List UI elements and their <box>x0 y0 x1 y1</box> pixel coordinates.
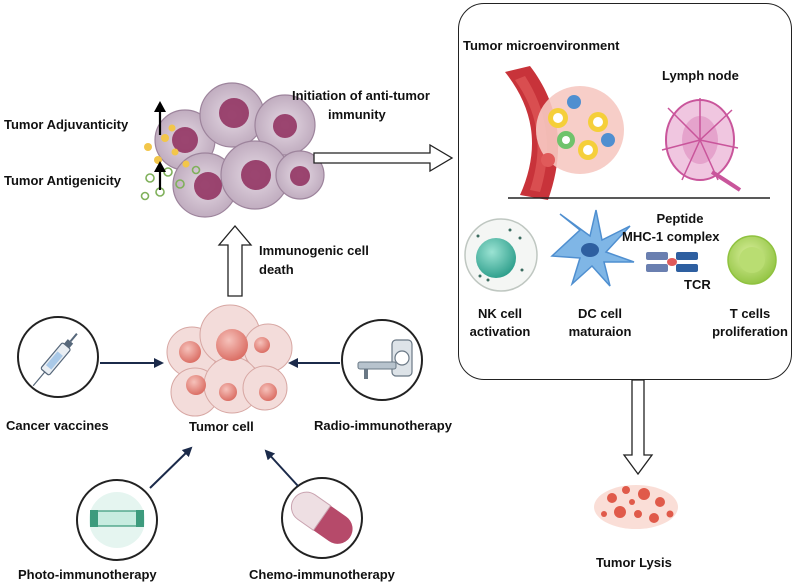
nk-cell <box>464 218 538 292</box>
dying-tumor-cluster <box>154 82 325 218</box>
antigenicity-label: Tumor Antigenicity <box>4 173 121 188</box>
chemo-arrow <box>264 449 299 487</box>
tcells-label-line1: T cells <box>729 306 771 321</box>
peptide-mhc-tcr <box>646 252 698 272</box>
increase-arrow-adjuvanticity <box>154 101 166 135</box>
adjuvant-particles <box>144 124 190 168</box>
initiation-arrow <box>313 143 454 173</box>
t-cell <box>727 235 777 285</box>
adjuvanticity-label: Tumor Adjuvanticity <box>4 117 129 132</box>
tumor-lysis-label: Tumor Lysis <box>596 555 672 570</box>
tumor-lysis-illustration <box>594 485 678 529</box>
immunogenic-death-label-line1: Immunogenic cell <box>259 243 369 258</box>
tcr-label: TCR <box>684 277 711 292</box>
microenvironment-illustration <box>505 66 624 200</box>
nk-label-line2: activation <box>469 324 531 339</box>
nk-label-line1: NK cell <box>477 306 523 321</box>
dc-cell <box>550 209 635 287</box>
immunogenic-death-label-line2: death <box>259 262 294 277</box>
photo-circle <box>76 479 158 561</box>
chemo-label: Chemo-immunotherapy <box>249 567 395 582</box>
increase-arrow-antigenicity <box>154 161 166 190</box>
vaccines-label: Cancer vaccines <box>6 418 109 433</box>
dc-label-line2: maturaion <box>568 324 632 339</box>
lymph-node-illustration <box>661 98 742 192</box>
lymph-node-label: Lymph node <box>662 68 739 83</box>
immunity-panel <box>458 3 792 380</box>
radio-circle <box>341 319 423 401</box>
photo-arrow <box>149 446 193 489</box>
tcells-label-line2: proliferation <box>712 324 788 339</box>
peptide-label-line2: MHC-1 complex <box>622 229 720 244</box>
chemo-circle <box>281 477 363 559</box>
tumor-cell-label: Tumor cell <box>189 419 254 434</box>
lysis-arrow <box>622 379 654 476</box>
initiation-label-line2: immunity <box>328 107 386 122</box>
radio-label: Radio-immunotherapy <box>314 418 452 433</box>
dc-label-line1: DC cell <box>577 306 623 321</box>
initiation-label-line1: Initiation of anti-tumor <box>292 88 430 103</box>
tumor-cell-cluster <box>166 304 293 417</box>
peptide-label-line1: Peptide <box>656 211 704 226</box>
vaccine-circle <box>17 316 99 398</box>
immunogenic-death-arrow <box>217 224 253 297</box>
microenvironment-label: Tumor microenvironment <box>463 38 620 53</box>
photo-label: Photo-immunotherapy <box>18 567 157 582</box>
